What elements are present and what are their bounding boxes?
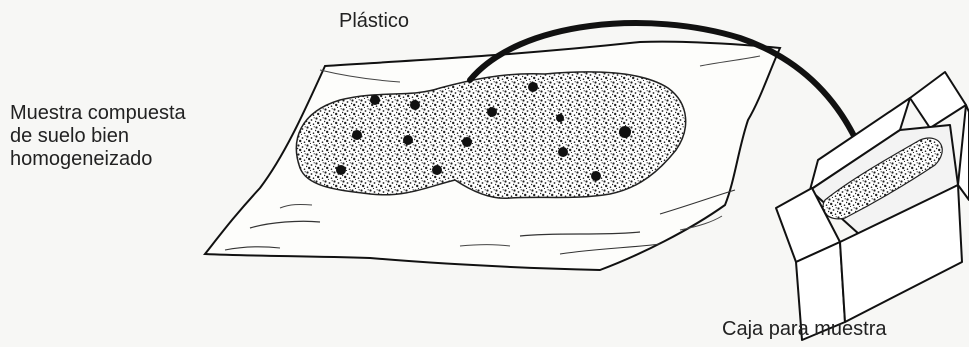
soil-sample-label-line3: homogeneizado — [10, 148, 186, 171]
sample-box-label: Caja para muestra — [722, 318, 887, 341]
plastic-label: Plástico — [339, 10, 409, 33]
soil-sample-label-line2: de suelo bien — [10, 125, 186, 148]
soil-sample-label-line1: Muestra compuesta — [10, 102, 186, 125]
soil-sample-label: Muestra compuesta de suelo bien homogene… — [10, 102, 186, 171]
sample-box — [776, 72, 969, 340]
